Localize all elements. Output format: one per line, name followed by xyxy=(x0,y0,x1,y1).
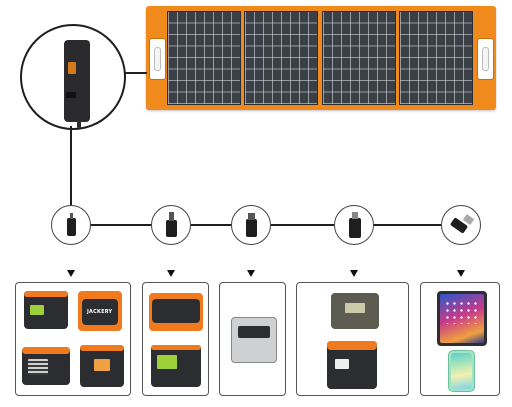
phone-screen xyxy=(451,353,472,389)
device-brand-label: JACKERY xyxy=(87,309,113,315)
panel-segment xyxy=(399,11,473,105)
power-station-icon xyxy=(22,347,70,385)
solar-panel xyxy=(146,6,496,110)
left-handle-icon xyxy=(149,38,166,80)
plug-tip xyxy=(169,212,174,221)
panel-segment xyxy=(167,11,241,105)
device-trim xyxy=(151,345,201,350)
device-face xyxy=(152,299,200,323)
device-screen xyxy=(30,305,44,315)
device-trim xyxy=(327,341,377,350)
device-group-3 xyxy=(219,282,286,396)
device-group-5 xyxy=(420,282,500,396)
tablet-screen xyxy=(440,294,484,343)
device-trim xyxy=(24,291,68,297)
zoom-link-line xyxy=(121,72,147,74)
power-station-icon xyxy=(331,293,379,329)
arrow-down-icon xyxy=(457,270,465,277)
usb-port-icon xyxy=(66,92,76,98)
dc-plug-medium-icon xyxy=(166,220,177,237)
connector-circle xyxy=(441,205,481,245)
power-station-icon: JACKERY xyxy=(78,291,122,331)
device-group-4 xyxy=(296,282,409,396)
anderson-plug-icon xyxy=(349,218,361,238)
arrow-down-icon xyxy=(67,270,75,277)
junction-box-zoom xyxy=(20,24,126,130)
connector-circle xyxy=(151,205,191,245)
power-station-icon xyxy=(24,291,68,329)
arrow-down-icon xyxy=(350,270,358,277)
power-station-icon xyxy=(80,345,124,387)
connector-circle xyxy=(51,205,91,245)
device-group-1: JACKERY xyxy=(15,282,131,396)
app-grid xyxy=(444,300,480,324)
dc-plug-large-icon xyxy=(246,219,257,237)
arrow-down-icon xyxy=(247,270,255,277)
device-trim xyxy=(80,345,124,351)
power-station-icon xyxy=(327,341,377,389)
plug-tip xyxy=(248,213,255,220)
panel-segment xyxy=(322,11,396,105)
panel-segment xyxy=(244,11,318,105)
device-screen xyxy=(94,359,110,371)
power-station-icon xyxy=(149,293,203,331)
device-grille xyxy=(28,359,48,375)
trunk-line xyxy=(70,126,72,208)
plug-tip xyxy=(70,213,73,219)
device-screen xyxy=(335,359,349,369)
device-trim xyxy=(22,347,70,354)
device-face xyxy=(82,299,118,325)
smartphone-icon xyxy=(448,350,475,392)
device-screen xyxy=(157,355,177,369)
plug-tip xyxy=(352,212,358,219)
connector-circle xyxy=(334,205,374,245)
connector-circle xyxy=(231,205,271,245)
tablet-icon xyxy=(437,291,487,346)
power-station-icon xyxy=(231,317,277,363)
device-group-2 xyxy=(142,282,209,396)
right-handle-icon xyxy=(477,38,494,80)
arrow-down-icon xyxy=(167,270,175,277)
cable-icon xyxy=(77,114,111,128)
junction-box-icon xyxy=(64,40,90,122)
dc-plug-small-icon xyxy=(67,218,76,236)
power-station-icon xyxy=(151,345,201,387)
device-face xyxy=(238,326,270,338)
device-screen xyxy=(345,303,365,313)
